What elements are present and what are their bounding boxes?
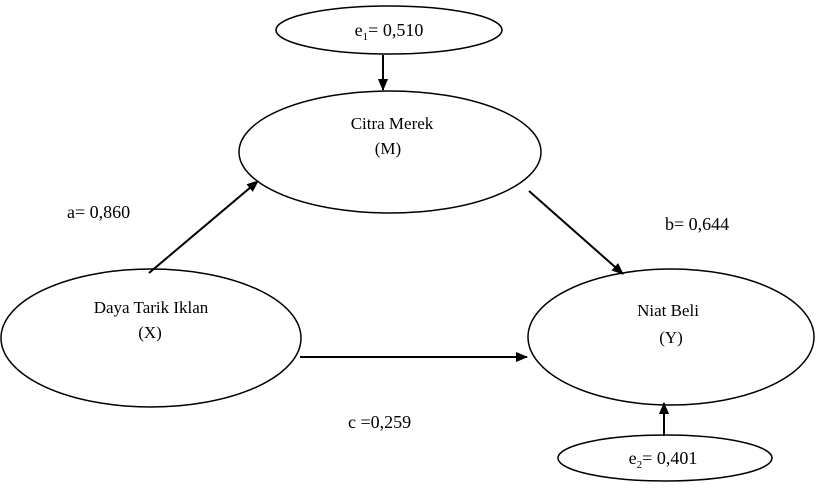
symbol-citra-merek: (M) <box>375 139 401 158</box>
error-ellipse-e1 <box>275 5 503 55</box>
label-citra-merek: Citra Merek <box>351 114 434 133</box>
symbol-daya-tarik-iklan: (X) <box>138 323 162 342</box>
path-label-a: a= 0,860 <box>67 202 130 222</box>
node-citra-merek: Citra Merek (M) <box>238 90 542 214</box>
arrow-m-to-y <box>528 190 624 275</box>
node-daya-tarik-iklan: Daya Tarik Iklan (X) <box>0 268 302 408</box>
error-node-e1: e1= 0,510 <box>275 5 503 55</box>
ellipse-daya-tarik-iklan <box>0 268 302 408</box>
node-niat-beli: Niat Beli (Y) <box>527 268 815 406</box>
path-label-c: c =0,259 <box>348 412 411 432</box>
ellipse-niat-beli <box>527 268 815 406</box>
symbol-niat-beli: (Y) <box>659 328 683 347</box>
error-label-e2: e2= 0,401 <box>629 448 698 471</box>
path-label-b: b= 0,644 <box>665 214 729 234</box>
error-label-e1: e1= 0,510 <box>355 20 424 43</box>
label-daya-tarik-iklan: Daya Tarik Iklan <box>94 298 209 317</box>
arrow-x-to-m <box>148 180 259 274</box>
label-niat-beli: Niat Beli <box>637 301 699 320</box>
ellipse-citra-merek <box>238 90 542 214</box>
error-node-e2: e2= 0,401 <box>557 434 773 482</box>
